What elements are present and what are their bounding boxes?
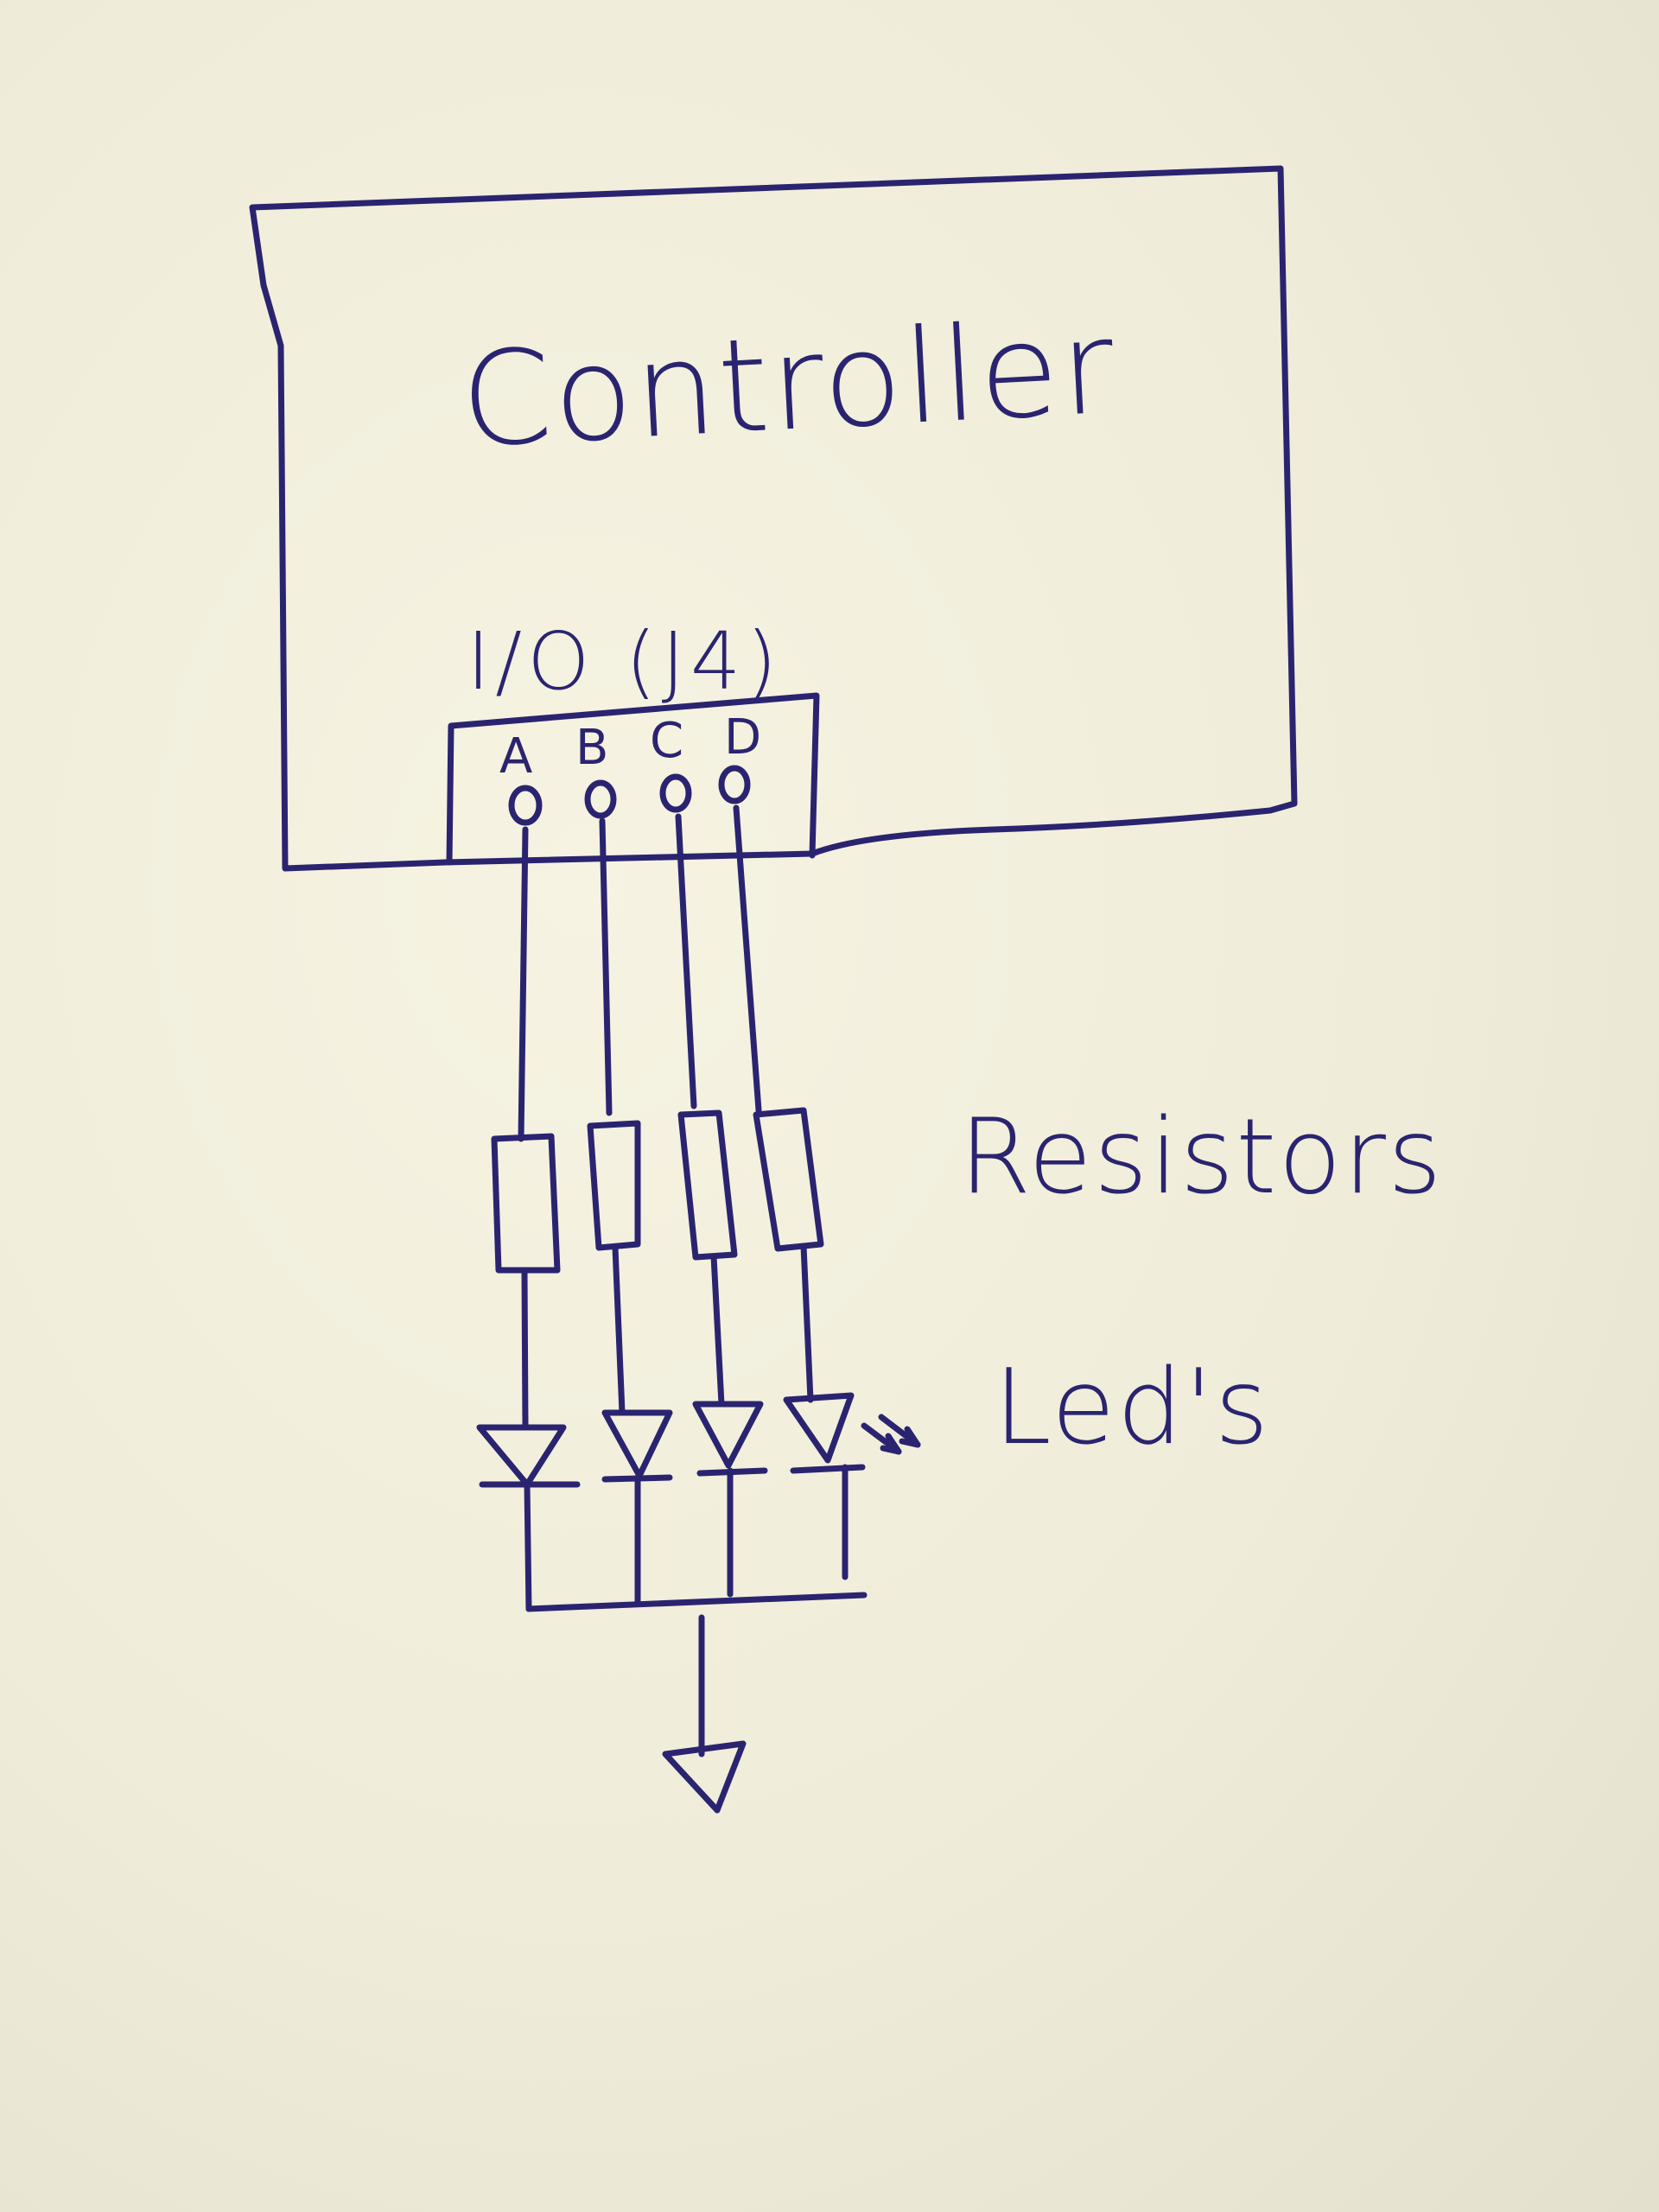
wire-c-top [675, 813, 697, 1109]
pin-label-a: A [499, 728, 533, 785]
led-d [783, 1392, 866, 1474]
pin-hole-d [718, 765, 751, 804]
resistors-label: Resistors [959, 1097, 1444, 1217]
connector-j4-block [446, 692, 820, 866]
wire-b-mid [612, 1244, 626, 1416]
pin-label-c: C [650, 713, 684, 769]
wire-a-mid [521, 1268, 529, 1431]
connector-label: I/O (J4) [467, 615, 783, 708]
resistor-d [753, 1107, 824, 1252]
pin-hole-b [584, 779, 617, 819]
resistor-a [491, 1133, 561, 1274]
wire-d-mid [800, 1243, 814, 1403]
pin-label-d: D [724, 709, 762, 766]
resistor-c [677, 1109, 738, 1261]
pin-label-b: B [575, 720, 609, 776]
leds-label: Led's [994, 1348, 1271, 1468]
ground-triangle-icon [662, 1740, 747, 1814]
led-a [476, 1424, 581, 1488]
led-b [601, 1409, 673, 1483]
controller-label: Controller [457, 292, 1120, 477]
controller-box [249, 165, 1298, 872]
pin-hole-c [659, 773, 692, 813]
wire-d-top [733, 804, 762, 1114]
pin-hole-a [508, 785, 543, 826]
wire-b-top [599, 817, 613, 1116]
common-ground-bus [525, 1592, 868, 1612]
wire-a-bottom [524, 1481, 532, 1612]
resistor-b [587, 1120, 641, 1251]
light-emission-arrows-icon [861, 1414, 921, 1455]
wire-c-mid [710, 1253, 725, 1408]
led-c [692, 1401, 768, 1477]
wire-a-top [518, 826, 529, 1142]
